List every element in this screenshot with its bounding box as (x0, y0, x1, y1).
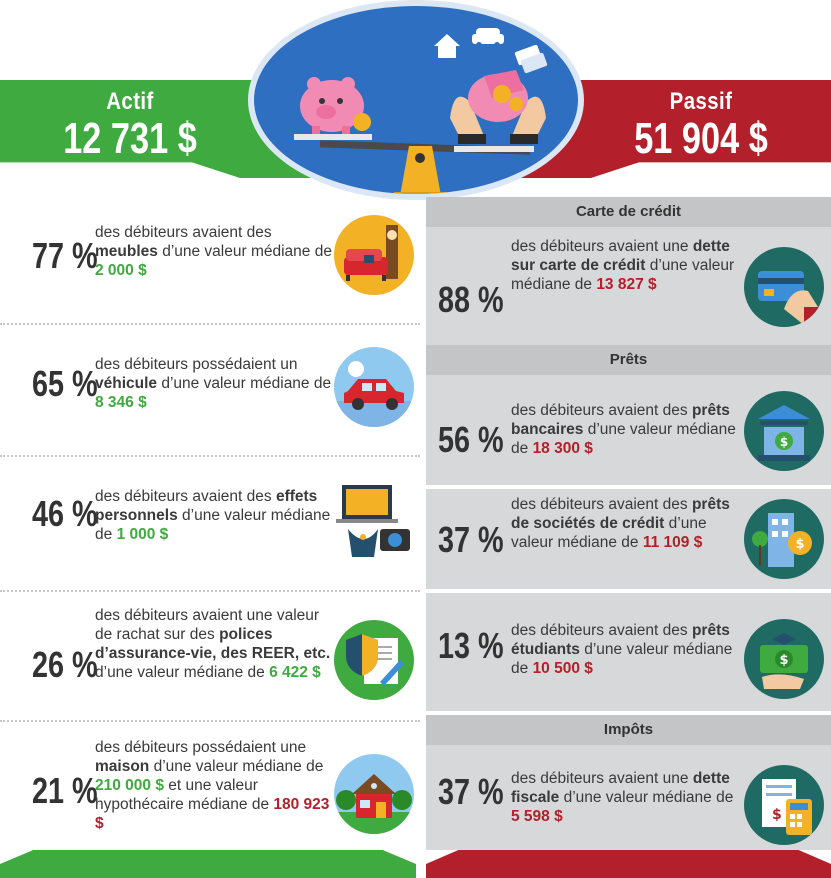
personal-effects-desc: des débiteurs avaient des effets personn… (95, 488, 331, 543)
vehicle-pct: 65 % (32, 363, 98, 404)
car-icon (334, 347, 414, 427)
loans-heading: Prêts (426, 345, 831, 375)
bank-loans-row: 56 % des débiteurs avaient des prêts ban… (426, 375, 831, 485)
liabilities-panel: Carte de crédit 88 % des débiteurs avaie… (426, 197, 831, 850)
house-row: 21 % des débiteurs possédaient une maiso… (20, 730, 418, 848)
hands-holding-piggy-icon (450, 70, 546, 144)
tax-debt-pct: 37 % (438, 771, 504, 812)
student-loans-desc: des débiteurs avaient des prêts étudiant… (511, 622, 733, 677)
personal-effects-pct: 46 % (32, 493, 98, 534)
car-icon (472, 28, 504, 48)
credit-company-loans-row: 37 % des débiteurs avaient des prêts de … (426, 489, 831, 589)
house-pct: 21 % (32, 770, 98, 811)
cards-icon (514, 44, 548, 74)
liabilities-amount: 51 904 $ (634, 114, 768, 163)
insurance-desc: des débiteurs avaient une valeur de rach… (95, 607, 331, 681)
credit-card-desc: des débiteurs avaient une dette sur cart… (511, 238, 735, 293)
svg-text:$: $ (772, 807, 782, 823)
assets-amount: 12 731 $ (63, 114, 197, 163)
credit-company-loans-pct: 37 % (438, 519, 504, 560)
piggy-bank-icon (300, 77, 371, 134)
balance-scale-illustration (248, 0, 584, 200)
credit-card-pct: 88 % (438, 279, 504, 320)
credit-card-heading: Carte de crédit (426, 197, 831, 227)
furniture-pct: 77 % (32, 235, 98, 276)
personal-effects-row: 46 % des débiteurs avaient des effets pe… (20, 467, 418, 577)
furniture-desc: des débiteurs avaient des meubles d’une … (95, 224, 332, 279)
liabilities-footer-bar (426, 850, 831, 878)
insurance-row: 26 % des débiteurs avaient une valeur de… (20, 602, 418, 712)
student-loans-pct: 13 % (438, 625, 504, 666)
insurance-policy-icon (334, 620, 414, 700)
credit-company-icon: $ (744, 499, 824, 579)
bank-icon: $ (744, 391, 824, 471)
assets-footer-bar (0, 850, 416, 878)
bank-loans-pct: 56 % (438, 419, 504, 460)
assets-label: Actif (106, 88, 154, 115)
liabilities-label: Passif (669, 88, 733, 115)
furniture-icon (334, 215, 414, 295)
tax-calculator-icon: $ (744, 765, 824, 845)
liabilities-title: Passif 51 904 $ (601, 88, 801, 162)
house-icon (434, 34, 460, 58)
scale-icon (294, 134, 534, 194)
tax-debt-desc: des débiteurs avaient une dette fiscale … (511, 770, 734, 825)
bank-loans-desc: des débiteurs avaient des prêts bancaire… (511, 402, 736, 457)
insurance-pct: 26 % (32, 644, 98, 685)
credit-card-icon (744, 247, 824, 327)
assets-title: Actif 12 731 $ (30, 88, 230, 162)
svg-text:$: $ (779, 653, 788, 668)
credit-company-loans-desc: des débiteurs avaient des prêts de socié… (511, 496, 730, 551)
credit-card-row: 88 % des débiteurs avaient une dette sur… (426, 227, 831, 353)
vehicle-desc: des débiteurs possédaient un véhicule d’… (95, 356, 332, 411)
house-desc: des débiteurs possédaient une maison d’u… (95, 739, 330, 832)
furniture-row: 77 % des débiteurs avaient des meubles d… (20, 205, 418, 315)
svg-text:$: $ (795, 537, 804, 552)
vehicle-row: 65 % des débiteurs possédaient un véhicu… (20, 335, 418, 445)
house-icon (334, 754, 414, 834)
svg-text:$: $ (780, 435, 788, 449)
student-loans-row: 13 % des débiteurs avaient des prêts étu… (426, 593, 831, 705)
personal-effects-icon (334, 479, 414, 559)
tax-debt-row: 37 % des débiteurs avaient une dette fis… (426, 745, 831, 850)
student-loan-icon: $ (744, 619, 824, 699)
taxes-heading: Impôts (426, 715, 831, 745)
